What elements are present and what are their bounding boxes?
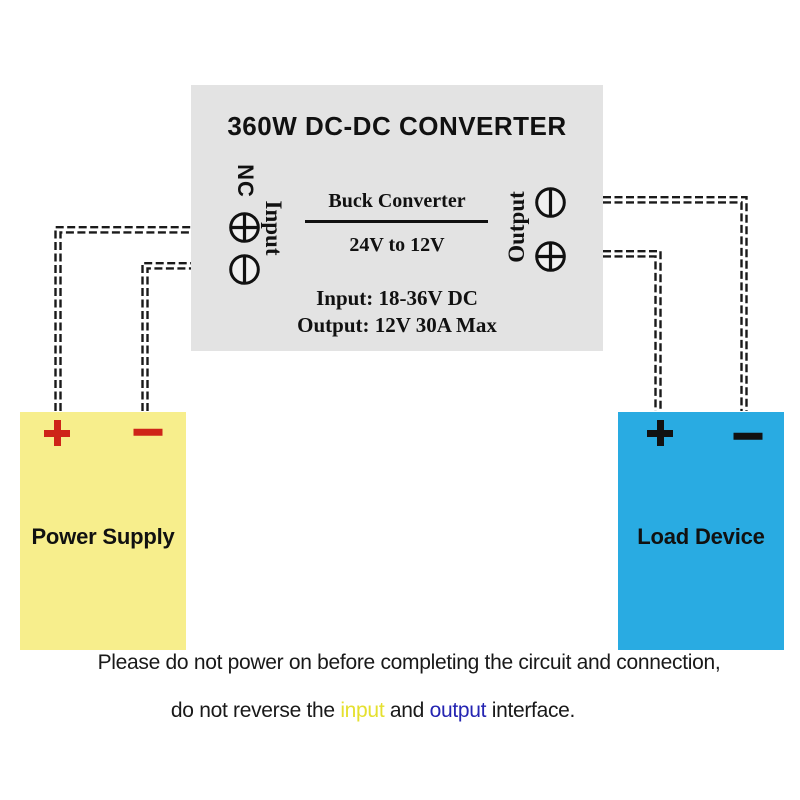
output-screw-terminal-slot-icon <box>535 187 566 218</box>
caption-line-2-text: and <box>384 699 430 722</box>
output-spec-label: Output: 12V 30A Max <box>297 313 497 337</box>
caption-line-2: do not reverse the input and output inte… <box>0 699 773 723</box>
caption-line-2-text: interface. <box>486 699 576 722</box>
wire-output-negative <box>603 196 748 411</box>
caption-line-1: Please do not power on before completing… <box>97 651 721 674</box>
minus-icon <box>733 432 763 440</box>
caption-line-2-text: do not reverse the <box>170 699 341 722</box>
caption-input-word: input <box>340 699 385 722</box>
power-supply-label: Power Supply <box>31 524 175 549</box>
load-device-label: Load Device <box>637 524 765 549</box>
caption-output-word: output <box>429 699 487 722</box>
load-device-box: Load Device <box>618 412 784 650</box>
minus-icon <box>133 428 163 436</box>
divider-line <box>305 220 488 223</box>
plus-icon <box>44 420 70 446</box>
wire-output-positive <box>603 250 662 411</box>
input-screw-terminal-slot-icon <box>229 254 260 285</box>
power-supply-box: Power Supply <box>20 412 186 650</box>
input-spec-label: Input: 18-36V DC <box>316 286 478 310</box>
plus-icon <box>647 420 673 446</box>
wire-input-positive <box>54 226 191 411</box>
input-screw-terminal-cross-icon <box>229 212 260 243</box>
wire-input-negative <box>141 262 191 411</box>
output-screw-terminal-cross-icon <box>535 241 566 272</box>
converter-title: 360W DC-DC CONVERTER <box>227 111 567 141</box>
converter-box: 360W DC-DC CONVERTER NC Input Output Buc… <box>191 85 603 351</box>
buck-converter-label: Buck Converter <box>328 190 466 212</box>
voltage-conversion-label: 24V to 12V <box>349 234 445 256</box>
